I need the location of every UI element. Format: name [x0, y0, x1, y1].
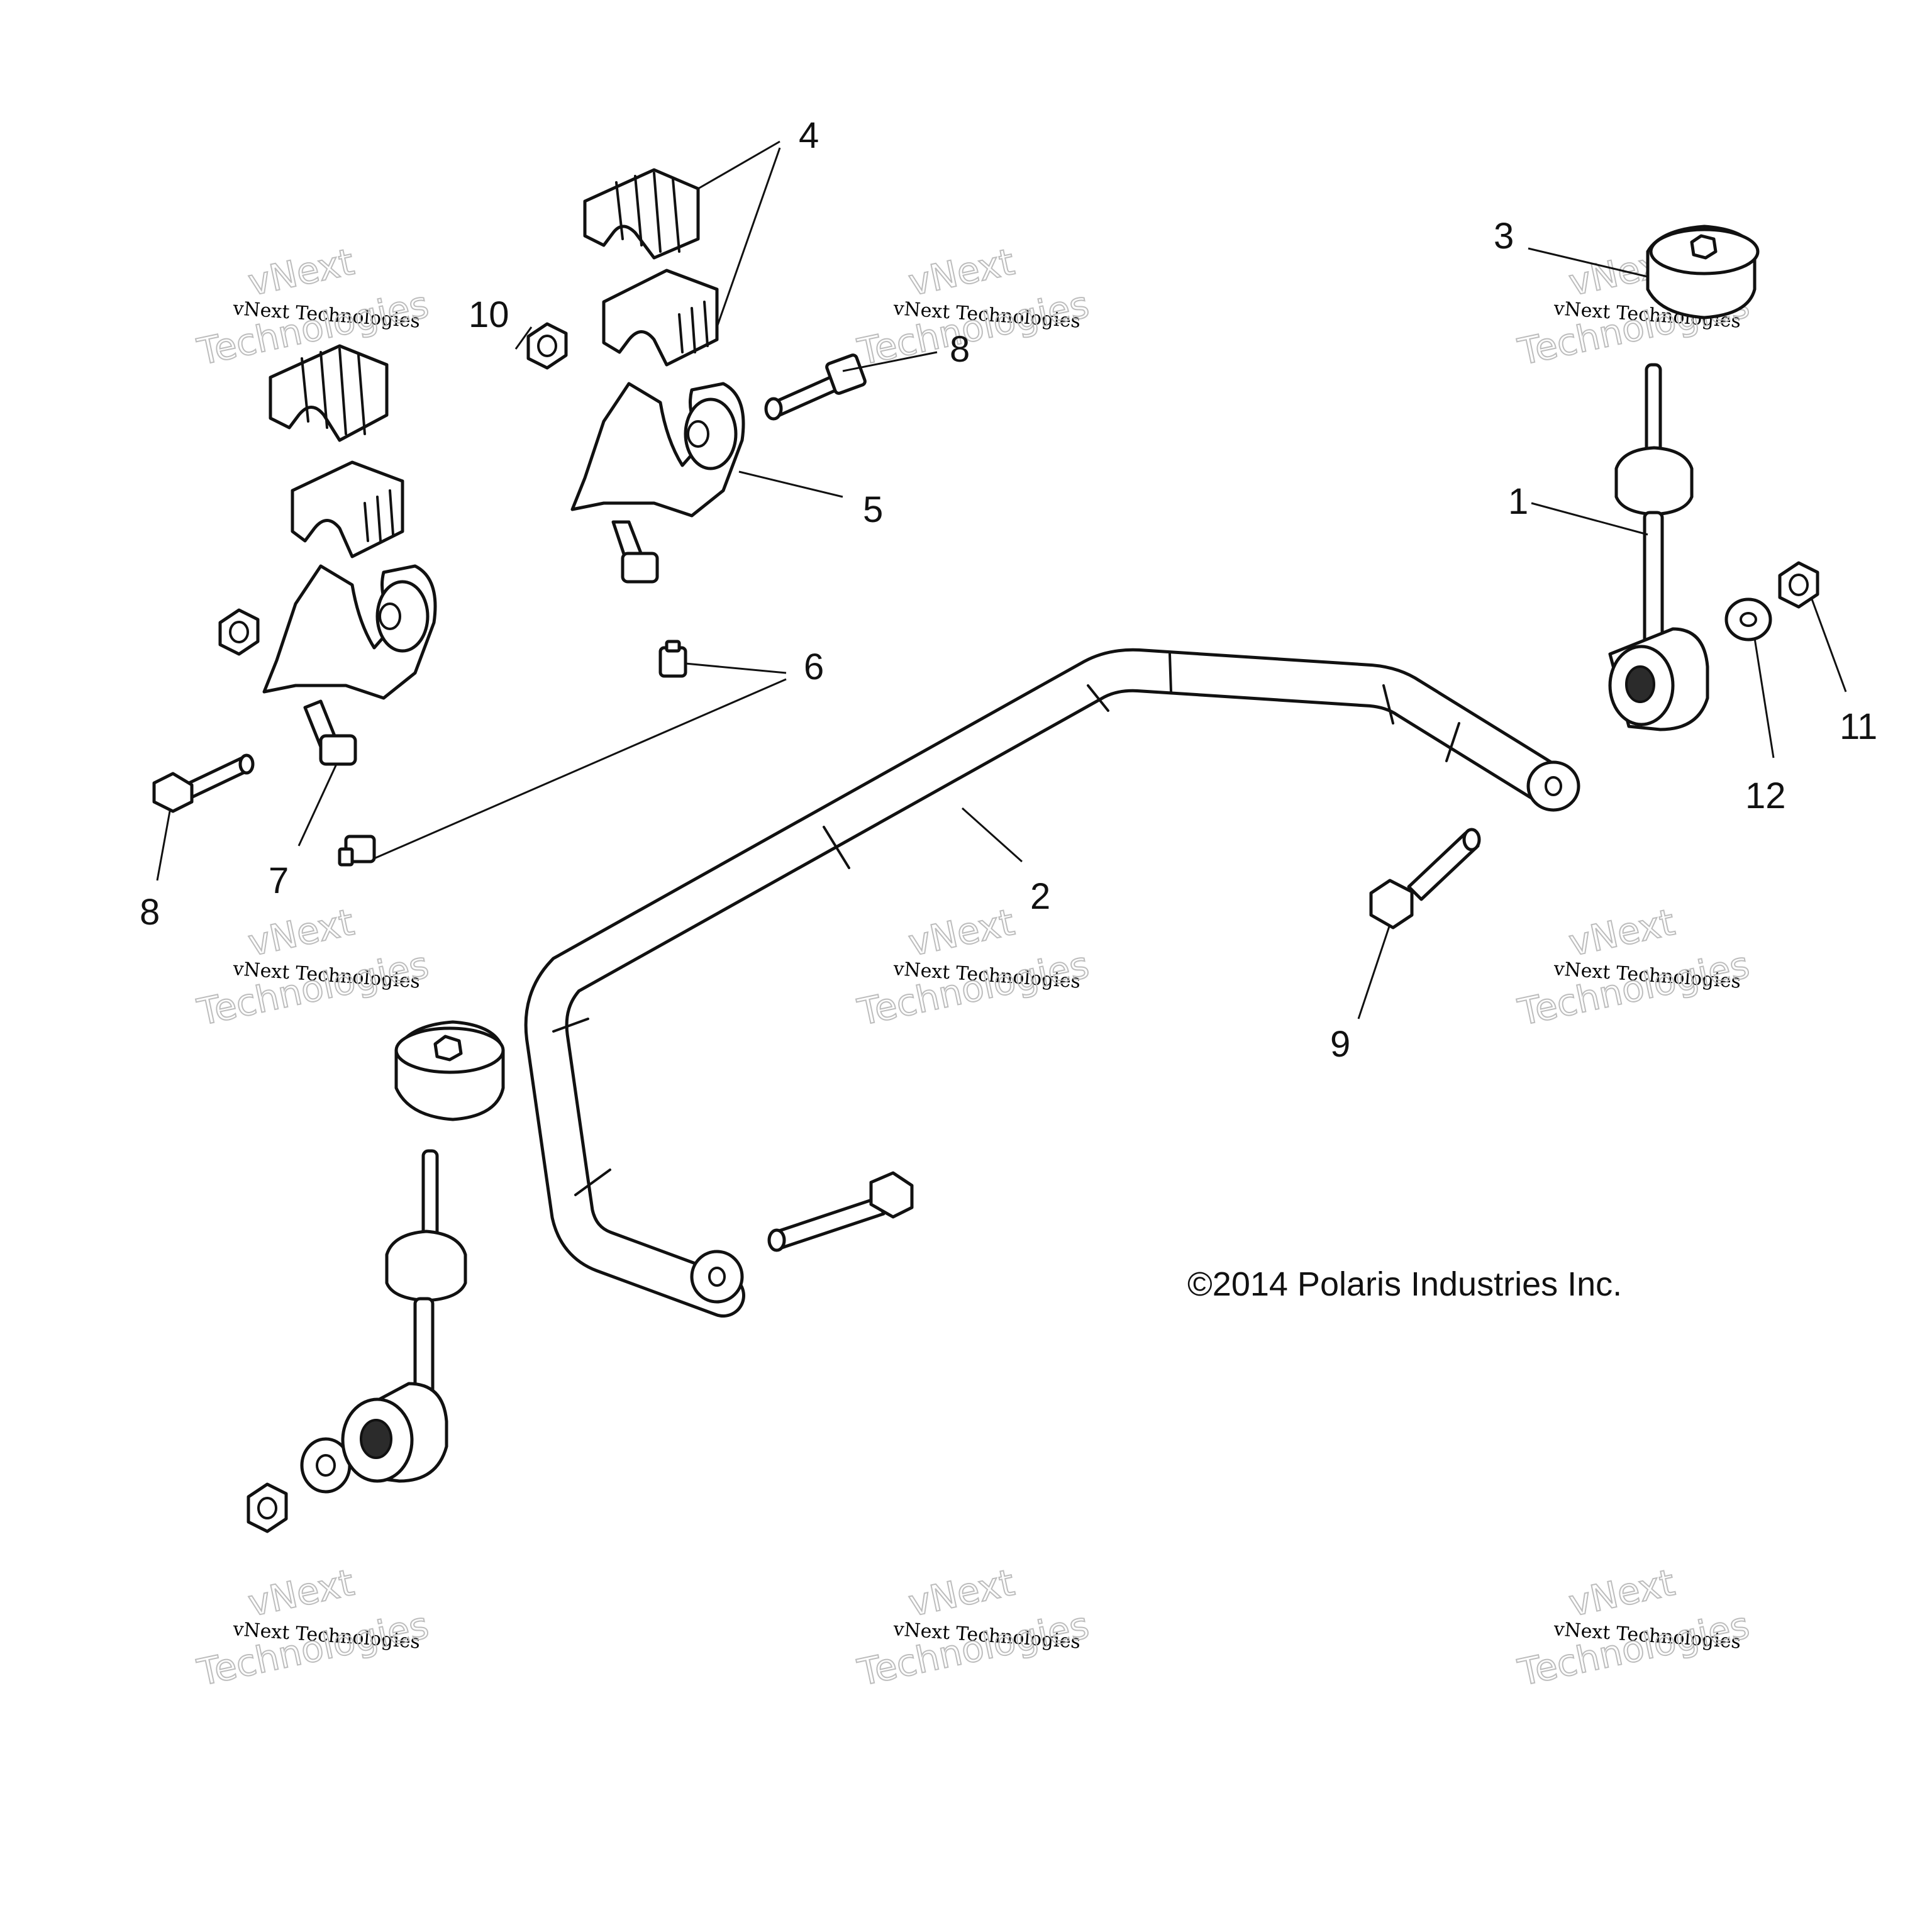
watermark-big-line2: Technologies	[854, 943, 1093, 1034]
grease-fitting-top	[658, 640, 687, 678]
copyright-text: ©2014 Polaris Industries Inc.	[1187, 1265, 1622, 1303]
bolt-7-left	[303, 699, 357, 766]
callout-6: 6	[804, 647, 824, 687]
grease-fitting-left	[338, 835, 376, 867]
watermark-big-line2: Technologies	[1514, 1604, 1753, 1694]
watermark-big-line1: vNext	[245, 240, 358, 304]
watermark-bottom-center: vNext vNext Technologies Technologies	[853, 1560, 1094, 1695]
bracket-left	[262, 564, 437, 700]
callout-11: 11	[1840, 706, 1877, 747]
leader-6b	[374, 678, 787, 860]
watermark-big-line1: vNext	[245, 1561, 358, 1625]
leader-7	[297, 763, 338, 847]
callout-1: 1	[1508, 481, 1528, 522]
bolt-7-top	[611, 520, 659, 584]
bracket-top	[570, 382, 745, 518]
bushing-top-upper	[583, 168, 700, 260]
callout-7: 7	[269, 860, 289, 901]
bolt-lower-mount	[767, 1171, 914, 1252]
watermark-top-left: vNext vNext Technologies Technologies	[193, 240, 433, 374]
watermark-big-line1: vNext	[905, 240, 1018, 304]
watermark-big-line2: Technologies	[194, 943, 433, 1034]
leader-4b	[716, 147, 781, 328]
callout-3: 3	[1494, 216, 1514, 257]
leader-4a	[697, 140, 780, 190]
bolt-8-left	[152, 753, 255, 813]
bushing-left-upper	[269, 344, 389, 442]
leader-8b	[156, 811, 171, 881]
watermark-big-line2: Technologies	[1514, 943, 1753, 1034]
nut-11	[1778, 561, 1819, 609]
watermark-big-line1: vNext	[1565, 901, 1679, 965]
leader-9	[1357, 924, 1391, 1019]
leader-1	[1531, 502, 1648, 536]
watermark-big-line2: Technologies	[854, 283, 1093, 374]
callout-4: 4	[799, 115, 819, 156]
bolt-8-top	[764, 353, 867, 421]
link-cap-3-top	[1646, 225, 1760, 319]
bar-end-eye-right	[1526, 760, 1580, 812]
bushing-top-lower	[602, 269, 719, 367]
leader-6a	[685, 662, 787, 674]
callout-9: 9	[1330, 1024, 1350, 1065]
watermark-big-line2: Technologies	[194, 1604, 433, 1694]
callout-10: 10	[469, 294, 509, 335]
watermark-top-center: vNext vNext Technologies Technologies	[853, 240, 1094, 374]
washer-12	[1724, 597, 1772, 641]
link-cap-lower	[394, 1020, 505, 1121]
leader-2	[961, 807, 1023, 863]
bolt-9	[1369, 828, 1481, 930]
watermark-big-line1: vNext	[905, 901, 1018, 965]
watermark-big-line1: vNext	[1565, 1561, 1679, 1625]
leader-3	[1528, 247, 1648, 278]
leader-lines	[156, 140, 1847, 1019]
leader-12	[1753, 638, 1775, 758]
callout-2: 2	[1030, 876, 1050, 917]
stabilizer-link-lower	[341, 1149, 467, 1483]
bushing-left-lower	[291, 460, 404, 558]
watermark-middle-left: vNext vNext Technologies Technologies	[193, 900, 433, 1035]
leader-8a	[842, 351, 938, 372]
callout-labels: 1 2 3 4 5 6 7 8 8 9 10 11 12	[140, 115, 1877, 1065]
leader-11	[1810, 597, 1847, 692]
stabilizer-bar	[524, 648, 1580, 1318]
watermark-bottom-left: vNext vNext Technologies Technologies	[193, 1560, 433, 1695]
callout-8-left: 8	[140, 892, 160, 933]
nut-lower-link	[247, 1482, 288, 1533]
callout-5: 5	[863, 489, 883, 530]
nut-10-top	[526, 322, 568, 370]
watermark-middle-right: vNext vNext Technologies Technologies	[1514, 900, 1754, 1035]
watermark-big-line1: vNext	[905, 1561, 1018, 1625]
watermark-big-line1: vNext	[245, 901, 358, 965]
callout-8-top: 8	[950, 329, 970, 370]
watermark-bottom-right: vNext vNext Technologies Technologies	[1514, 1560, 1754, 1695]
watermark-middle-center: vNext vNext Technologies Technologies	[853, 900, 1094, 1035]
leader-5	[738, 470, 843, 498]
callout-12: 12	[1745, 775, 1786, 816]
stabilizer-link-1	[1608, 363, 1709, 731]
watermark-big-line2: Technologies	[854, 1604, 1093, 1694]
bar-end-eye-left	[690, 1250, 744, 1304]
nut-left-bracket	[218, 608, 260, 656]
leader-10	[514, 326, 533, 350]
